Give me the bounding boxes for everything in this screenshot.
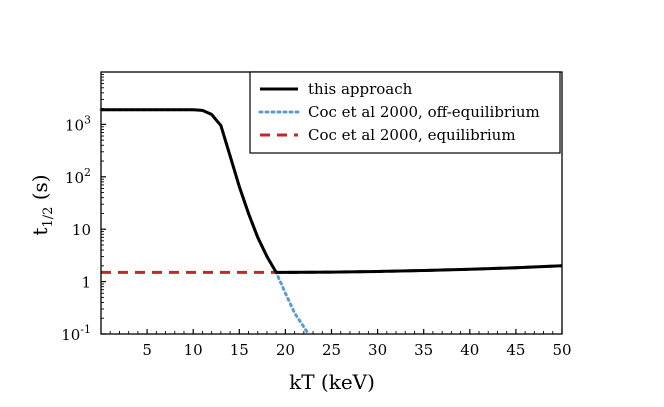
series-layer	[99, 108, 563, 336]
x-tick-label: 30	[368, 341, 387, 359]
x-tick-label: 40	[460, 341, 479, 359]
x-axis-title: kT (keV)	[289, 370, 375, 394]
x-tick-label: 15	[230, 341, 249, 359]
y-tick-label: 102	[65, 166, 91, 187]
legend-box	[249, 71, 561, 154]
x-tick-label: 50	[552, 341, 571, 359]
y-axis-title-subscript: 1/2	[41, 207, 56, 228]
y-axis-title: t1/2 (s)	[28, 174, 56, 235]
x-tick-label: 10	[184, 341, 203, 359]
y-tick-label: 1	[81, 274, 91, 292]
y-tick-label: 10	[72, 221, 91, 239]
y-tick-label: 103	[65, 113, 91, 134]
legend-label-this-approach: this approach	[308, 80, 413, 98]
series-line-this-approach	[101, 108, 563, 274]
x-tick-label: 25	[322, 341, 341, 359]
x-tick-label: 45	[506, 341, 525, 359]
y-axis-title-unit: (s)	[28, 174, 52, 206]
x-tick-label: 5	[142, 341, 152, 359]
y-tick-label: 10-1	[61, 323, 91, 344]
legend-label-coc-et-al-2000-equilibrium: Coc et al 2000, equilibrium	[308, 126, 516, 144]
legend-label-coc-et-al-2000-off-equilibrium: Coc et al 2000, off-equilibrium	[308, 103, 540, 121]
y-axis-title-main: t	[28, 228, 52, 236]
x-tick-label: 35	[414, 341, 433, 359]
x-tick-label: 20	[276, 341, 295, 359]
